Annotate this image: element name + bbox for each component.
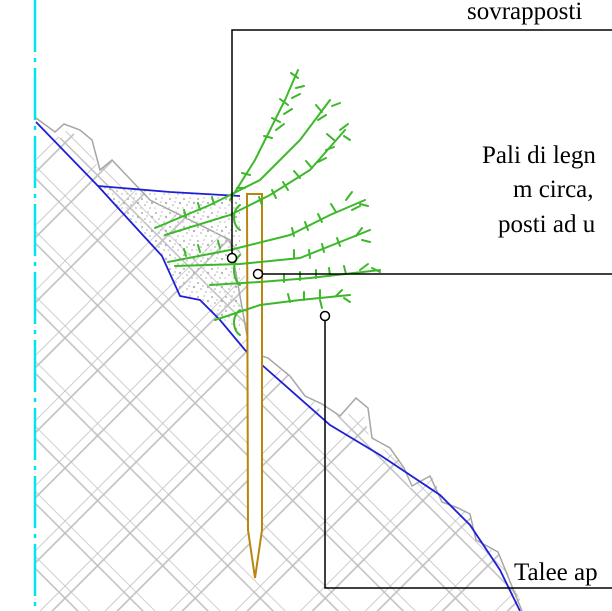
label-poles-line2: m circa, [513,176,594,203]
circle-marker-icon [226,252,238,264]
backfill-top-line [97,185,241,197]
label-poles-line3: posti ad u [498,211,596,238]
leader-lines [231,29,612,589]
wooden-pole-icon [245,193,263,579]
circle-marker-icon [319,310,331,322]
leader-line-top [231,29,612,258]
label-poles-line1: Pali di legn [482,142,596,169]
leader-line-cuttings [324,316,612,589]
label-cuttings: Talee ap [514,559,598,586]
slope-profile-line [35,121,521,611]
label-top: sovrapposti [467,0,582,25]
circle-marker-icon [252,268,264,280]
